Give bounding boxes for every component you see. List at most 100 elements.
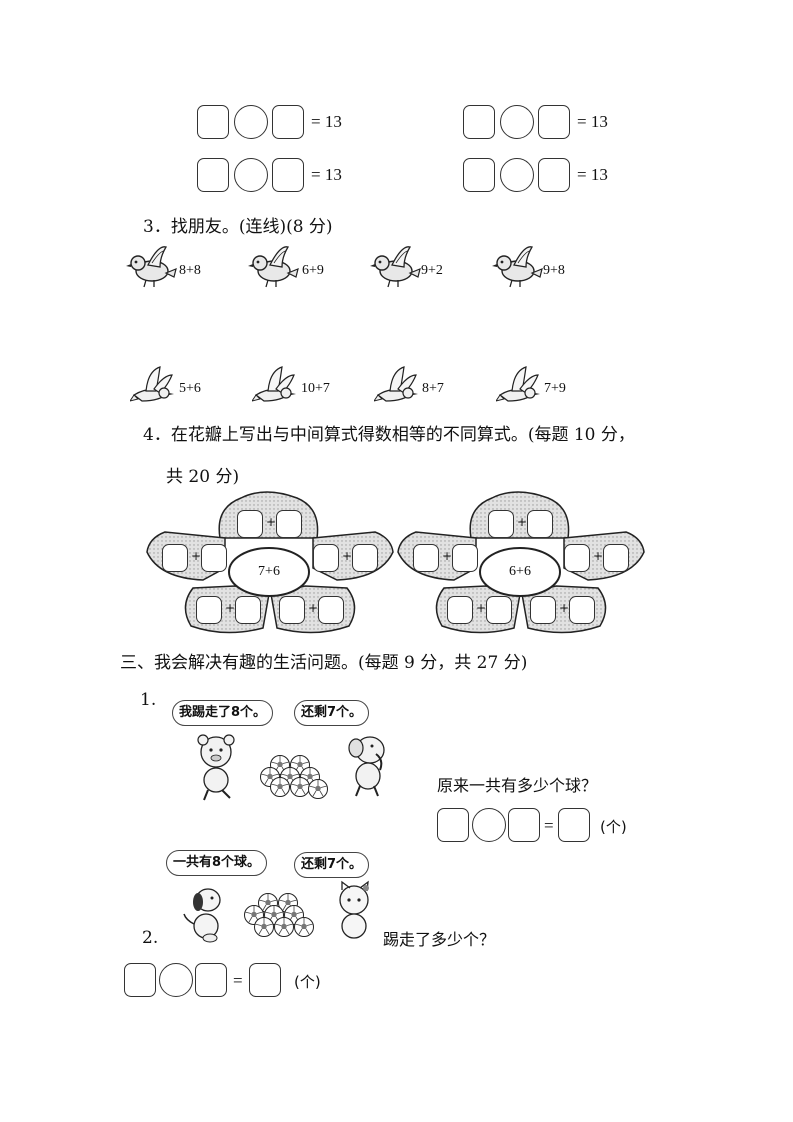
answer-box[interactable] — [272, 158, 304, 192]
petal-box[interactable] — [564, 544, 590, 572]
petal-box[interactable] — [527, 510, 553, 538]
petal-box[interactable] — [530, 596, 556, 624]
bird-expression: 8+7 — [422, 381, 444, 396]
bird-5[interactable] — [129, 365, 176, 409]
plus-sign: + — [308, 601, 319, 615]
operator-circle[interactable] — [500, 105, 534, 139]
petal-box[interactable] — [569, 596, 595, 624]
equation-rhs: = 13 — [311, 165, 342, 184]
answer-box[interactable] — [195, 963, 227, 997]
flying-bird-icon — [251, 366, 297, 402]
problem-2-question: 踢走了多少个？ — [383, 930, 496, 949]
bird-expression: 9+2 — [421, 263, 443, 278]
bird-expression: 6+9 — [302, 263, 324, 278]
petal-box[interactable] — [162, 544, 188, 572]
flower-center — [479, 547, 561, 597]
bird-expression: 7+9 — [544, 381, 566, 396]
petal-box[interactable] — [276, 510, 302, 538]
sitting-bird-icon — [491, 246, 543, 288]
plus-sign: + — [191, 549, 202, 563]
plus-sign: + — [266, 515, 277, 529]
answer-box[interactable] — [437, 808, 469, 842]
plus-sign: + — [559, 601, 570, 615]
petal-box[interactable] — [488, 510, 514, 538]
bird-expression: 5+6 — [179, 381, 201, 396]
answer-box[interactable] — [463, 105, 495, 139]
petal-box[interactable] — [413, 544, 439, 572]
petal-box[interactable] — [447, 596, 473, 624]
sitting-bird-icon — [247, 246, 299, 288]
petal-box[interactable] — [318, 596, 344, 624]
plus-sign: + — [476, 601, 487, 615]
petal-box[interactable] — [603, 544, 629, 572]
equation-rhs: = 13 — [577, 165, 608, 184]
petal-box[interactable] — [279, 596, 305, 624]
bird-7[interactable] — [373, 365, 420, 409]
result-box[interactable] — [558, 808, 590, 842]
bird-1[interactable] — [125, 243, 178, 295]
problem-1-number: 1. — [140, 690, 157, 710]
answer-box[interactable] — [538, 105, 570, 139]
result-box[interactable] — [249, 963, 281, 997]
sitting-bird-icon — [369, 246, 421, 288]
speech-bubble: 还剩7个。 — [294, 700, 370, 726]
flower-2-center-text: 6+6 — [509, 564, 531, 579]
problem-2-number: 2. — [142, 928, 159, 948]
bird-4[interactable] — [491, 243, 544, 295]
answer-box[interactable] — [508, 808, 540, 842]
dog-icon — [183, 888, 221, 943]
petal-box[interactable] — [352, 544, 378, 572]
equation-rhs: = 13 — [311, 112, 342, 131]
plus-sign: + — [225, 601, 236, 615]
answer-box[interactable] — [197, 105, 229, 139]
equals-sign: = — [233, 971, 243, 990]
petal-box[interactable] — [313, 544, 339, 572]
petal-box[interactable] — [201, 544, 227, 572]
operator-circle[interactable] — [159, 963, 193, 997]
petal-box[interactable] — [237, 510, 263, 538]
q4-heading-cont: 共 20 分) — [166, 467, 240, 487]
operator-circle[interactable] — [234, 105, 268, 139]
petal-box[interactable] — [196, 596, 222, 624]
flying-bird-icon — [495, 366, 541, 402]
bird-2[interactable] — [247, 243, 300, 295]
bird-expression: 10+7 — [301, 381, 330, 396]
bird-6[interactable] — [251, 365, 298, 409]
plus-sign: + — [593, 549, 604, 563]
flower-1-center-text: 7+6 — [258, 564, 280, 579]
soccer-balls — [244, 893, 314, 937]
flying-bird-icon — [373, 366, 419, 402]
bear-icon — [197, 734, 235, 801]
plus-sign: + — [442, 549, 453, 563]
bird-expression: 9+8 — [543, 263, 565, 278]
operator-circle[interactable] — [500, 158, 534, 192]
answer-box[interactable] — [272, 105, 304, 139]
petal-box[interactable] — [452, 544, 478, 572]
operator-circle[interactable] — [234, 158, 268, 192]
petal-box[interactable] — [235, 596, 261, 624]
answer-box[interactable] — [197, 158, 229, 192]
speech-bubble: 还剩7个。 — [294, 852, 370, 878]
operator-circle[interactable] — [472, 808, 506, 842]
answer-box[interactable] — [124, 963, 156, 997]
petal-box[interactable] — [486, 596, 512, 624]
bird-expression: 8+8 — [179, 263, 201, 278]
section-3-heading: 三、我会解决有趣的生活问题。(每题 9 分，共 27 分) — [120, 653, 528, 673]
speech-bubble: 一共有8个球。 — [166, 850, 268, 876]
plus-sign: + — [517, 515, 528, 529]
unit-label: (个) — [600, 818, 627, 836]
answer-box[interactable] — [463, 158, 495, 192]
equation-rhs: = 13 — [577, 112, 608, 131]
equals-sign: = — [544, 816, 554, 835]
bird-8[interactable] — [495, 365, 542, 409]
plus-sign: + — [342, 549, 353, 563]
speech-bubble: 我踢走了8个。 — [172, 700, 274, 726]
sitting-bird-icon — [125, 246, 177, 288]
flying-bird-icon — [129, 366, 175, 402]
soccer-balls — [260, 755, 328, 799]
bird-3[interactable] — [369, 243, 422, 295]
problem-1-question: 原来一共有多少个球？ — [437, 776, 598, 795]
flower-center — [228, 547, 310, 597]
cat-icon — [339, 880, 369, 939]
answer-box[interactable] — [538, 158, 570, 192]
